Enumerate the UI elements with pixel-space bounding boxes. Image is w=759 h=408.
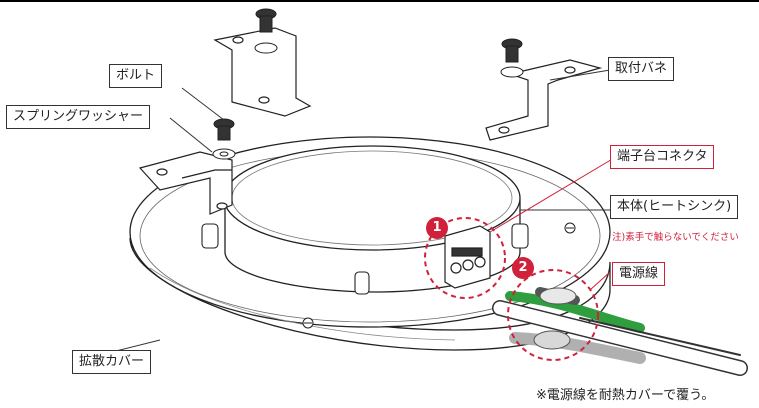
left-screw [212,118,236,160]
label-spring-washer: スプリングワッシャー [6,105,151,129]
top-bracket [213,27,312,117]
mounting-bosses [201,223,529,295]
callout-circles [424,217,599,361]
label-diffuser-cover: 拡散カバー [72,350,152,374]
label-terminal-connector: 端子台コネクタ [610,145,715,169]
top-screw [254,8,278,54]
red-leader-lines [489,157,615,291]
badge-one: 1 [426,217,448,239]
leader-lines [111,69,616,353]
label-power-wire: 電源線 [612,262,666,286]
label-mounting-spring: 取付バネ [608,57,675,81]
right-screw [500,38,524,78]
left-bracket [138,151,233,215]
label-body-heatsink: 本体(ヒートシンク) [610,195,739,219]
badge-two: 2 [512,257,534,279]
power-wires [492,287,748,376]
label-bolt: ボルト [109,64,163,88]
right-bracket [485,59,603,141]
note-do-not-touch: 注)素手で触らないでください [612,232,739,243]
caption-heat-cover: ※電源線を耐熱カバーで覆う。 [536,388,715,403]
terminal-connector-shape [444,225,491,289]
top-rule [0,0,759,2]
cover-screws [302,222,576,329]
